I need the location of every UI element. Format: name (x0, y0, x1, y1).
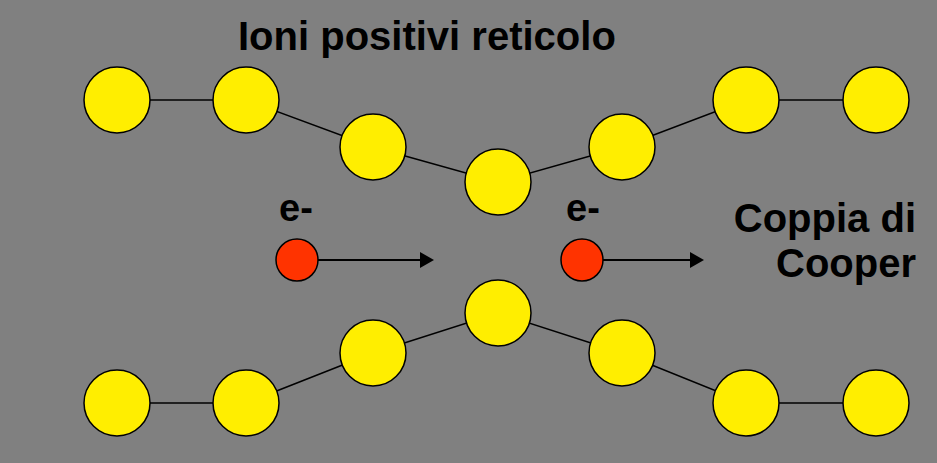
ion-circle (843, 370, 909, 436)
ion-circle (84, 370, 150, 436)
ion-circle (340, 114, 406, 180)
ion-circle (713, 67, 779, 133)
arrow-head (420, 252, 434, 268)
ion-circle (340, 320, 406, 386)
lattice-label: Ioni positivi reticolo (238, 12, 616, 60)
ion-circle (84, 67, 150, 133)
ion-circle (465, 280, 531, 346)
arrow-head (690, 252, 704, 268)
electron-label: e- (566, 186, 600, 232)
ion-circle (843, 67, 909, 133)
motion-arrow (603, 259, 690, 261)
ion-circle (213, 67, 279, 133)
electron-circle (561, 239, 603, 281)
ion-circle (213, 370, 279, 436)
ion-circle (465, 149, 531, 215)
electrons (276, 239, 704, 281)
lattice-bonds (117, 100, 876, 403)
pair-label: Coppia di Cooper (720, 196, 916, 286)
electron-label: e- (279, 186, 313, 232)
ion-circle (589, 114, 655, 180)
motion-arrow (318, 259, 420, 261)
ion-circle (713, 370, 779, 436)
ion-circle (589, 320, 655, 386)
electron-circle (276, 239, 318, 281)
